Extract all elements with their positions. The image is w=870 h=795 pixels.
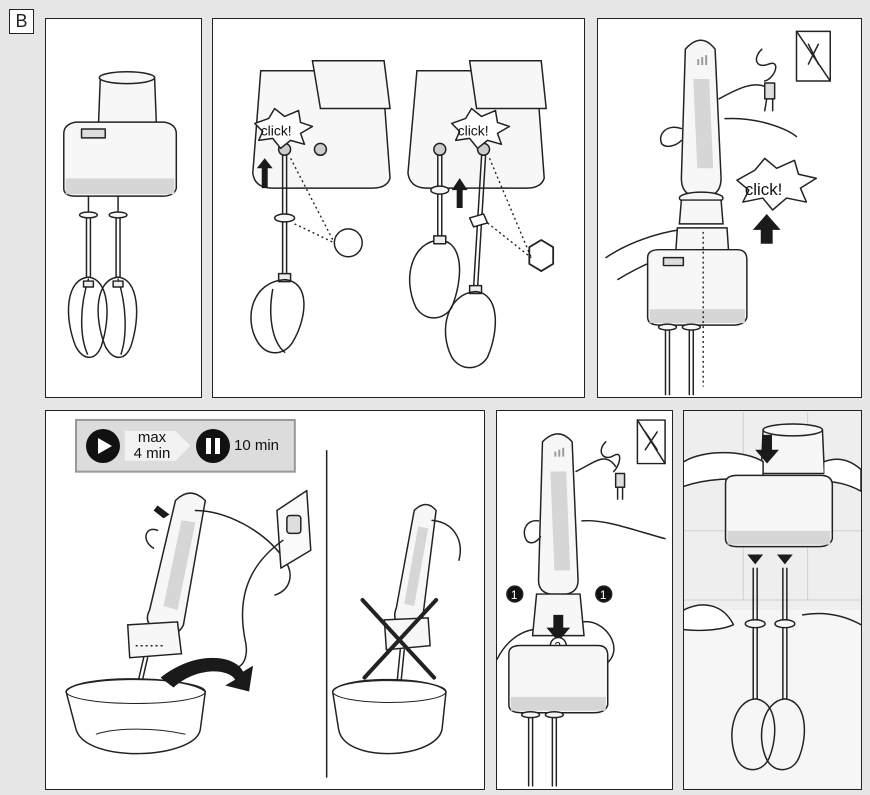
click-burst: click! [736,157,818,211]
attach-motor-illustration: click! [605,30,831,396]
click-burst-right: click! [450,107,511,150]
beater-insertion-illustration: click! click! [250,60,555,369]
click-label: click! [458,122,489,138]
no-water-icon [636,419,666,465]
arrow-up-icon [256,158,273,189]
click-burst-left: click! [254,107,314,150]
rotation-arrow-icon [160,657,254,692]
circle-shape-icon [333,228,363,258]
operation-illustration [65,418,461,778]
press-arrow-icon [137,490,170,519]
detach-motor-illustration: 1 1 2 [497,419,666,787]
arrow-up-icon [451,178,468,208]
arrow-down-icon [776,554,793,565]
panel-attach-motor: click! [597,18,862,398]
section-letter: B [9,9,34,34]
max-label: max [137,429,167,446]
panel-eject-beaters [683,410,862,790]
hexagon-shape-icon [528,239,555,272]
pause-time: 10 min [234,437,280,454]
step-number-1-left: 1 [511,588,518,602]
cross-icon [360,598,439,680]
panel-beater-insertion: click! click! [212,18,585,398]
step-number-1-right: 1 [600,588,607,602]
max-time: 4 min [133,445,171,462]
no-water-icon [795,30,831,82]
play-icon [86,429,120,463]
click-label: click! [261,122,292,138]
click-label: click! [745,180,782,199]
arrow-down-icon [546,614,571,642]
arrow-down-icon [747,554,764,565]
panel-operation-timer: max 4 min 10 min [45,410,485,790]
arrow-down-icon [755,434,779,464]
panel-mixer-assembled [45,18,202,398]
mixer-assembled-illustration [63,71,178,359]
timer-box: max 4 min 10 min [76,420,296,472]
eject-beaters-illustration [684,412,861,788]
pause-icon [196,429,230,463]
panel-detach-motor: 1 1 2 [496,410,673,790]
arrow-up-icon [752,213,781,244]
